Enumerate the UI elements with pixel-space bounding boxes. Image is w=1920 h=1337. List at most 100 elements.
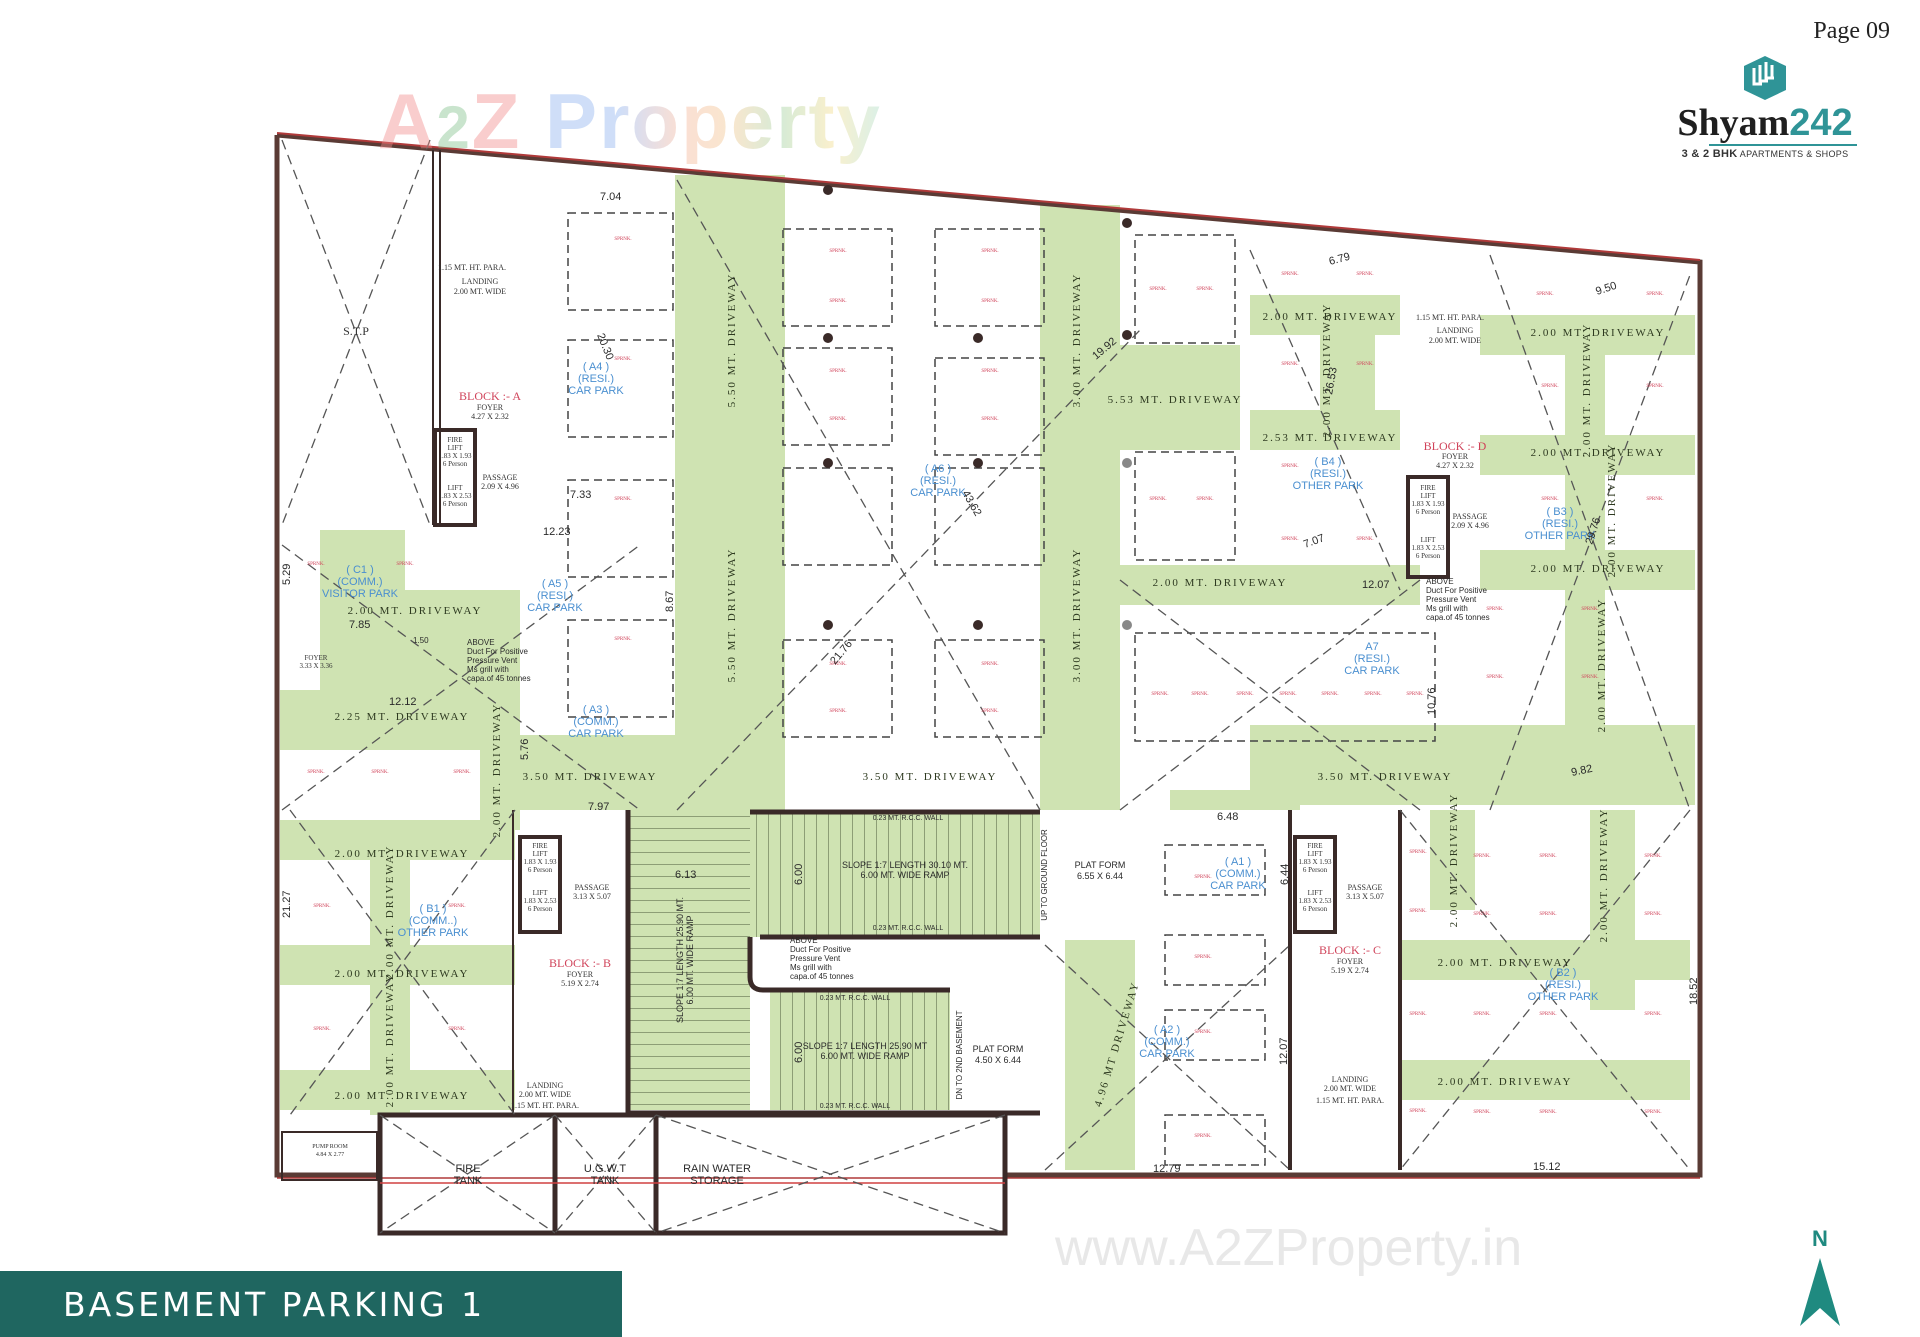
svg-text:SPRNK.: SPRNK. <box>1191 692 1208 697</box>
svg-text:6 Person: 6 Person <box>528 905 553 913</box>
svg-text:SPRNK.: SPRNK. <box>1541 384 1558 389</box>
site-boundary <box>274 132 1703 1179</box>
svg-text:12.79: 12.79 <box>1153 1163 1181 1175</box>
svg-text:SPRNK.: SPRNK. <box>1194 955 1211 960</box>
ugwt-label: U.G.W.T <box>584 1163 626 1175</box>
driveway-label: 2.00 MT. DRIVEWAY <box>335 1090 470 1102</box>
svg-text:SPRNK.: SPRNK. <box>1356 272 1373 277</box>
svg-text:(COMM.): (COMM.) <box>573 716 618 728</box>
svg-text:FOYER: FOYER <box>305 654 328 662</box>
zone-a3: ( A3 )(COMM.)CAR PARK <box>568 704 624 740</box>
svg-text:SPRNK.: SPRNK. <box>1539 912 1556 917</box>
svg-text:Pressure Vent: Pressure Vent <box>1426 595 1477 604</box>
brand-rule <box>1709 144 1857 146</box>
svg-text:CAR PARK: CAR PARK <box>1210 880 1266 892</box>
driveway-label: 2.53 MT. DRIVEWAY <box>1263 432 1398 444</box>
svg-text:SPRNK.: SPRNK. <box>1356 537 1373 542</box>
svg-text:FOYER: FOYER <box>477 403 504 412</box>
svg-text:1.83 X 2.53: 1.83 X 2.53 <box>438 492 472 500</box>
svg-text:SPRNK.: SPRNK. <box>1279 692 1296 697</box>
brand-name-number: 242 <box>1789 102 1853 144</box>
svg-text:7.04: 7.04 <box>600 191 621 203</box>
svg-text:LANDING: LANDING <box>1437 326 1474 335</box>
svg-text:SPRNK.: SPRNK. <box>981 299 998 304</box>
svg-text:( B1 ): ( B1 ) <box>420 903 447 915</box>
svg-text:7.85: 7.85 <box>349 619 370 631</box>
svg-text:STORAGE: STORAGE <box>690 1175 744 1187</box>
svg-text:LIFT: LIFT <box>448 484 464 492</box>
svg-text:( B2 ): ( B2 ) <box>1550 967 1577 979</box>
driveway-label: 2.00 MT. DRIVEWAY <box>491 703 503 838</box>
svg-text:SPRNK.: SPRNK. <box>1196 287 1213 292</box>
ramp-upper-slope: SLOPE 1:7 LENGTH 30.10 MT. <box>842 860 968 870</box>
svg-text:12.07: 12.07 <box>1362 579 1390 591</box>
watermark-2: 2 <box>436 94 472 161</box>
svg-text:1.15 MT. HT. PARA.: 1.15 MT. HT. PARA. <box>511 1101 579 1110</box>
svg-text:TANK: TANK <box>454 1175 483 1187</box>
north-label: N <box>1812 1226 1828 1251</box>
svg-text:SPRNK.: SPRNK. <box>1281 272 1298 277</box>
zone-a5: ( A5 )(RESI.)CAR PARK <box>527 578 583 614</box>
driveway-label: 2.00 MT. DRIVEWAY <box>1153 577 1288 589</box>
svg-text:PUMP ROOM: PUMP ROOM <box>312 1144 348 1150</box>
svg-text:SPRNK.: SPRNK. <box>829 249 846 254</box>
svg-text:( B3 ): ( B3 ) <box>1547 506 1574 518</box>
svg-text:6.00: 6.00 <box>793 1042 805 1063</box>
svg-text:3.13 X 5.07: 3.13 X 5.07 <box>573 892 611 901</box>
svg-text:12.12: 12.12 <box>389 696 417 708</box>
svg-text:(COMM.): (COMM.) <box>1144 1036 1189 1048</box>
svg-text:SPRNK.: SPRNK. <box>1196 497 1213 502</box>
svg-text:SPRNK.: SPRNK. <box>396 562 413 567</box>
driveway-label: 5.53 MT. DRIVEWAY <box>1108 394 1243 406</box>
svg-text:8.67: 8.67 <box>664 591 676 612</box>
svg-text:5.29: 5.29 <box>281 564 293 585</box>
driveway-label: 5.50 MT. DRIVEWAY <box>726 548 738 683</box>
svg-text:SPRNK.: SPRNK. <box>1281 537 1298 542</box>
svg-text:2.00 MT. WIDE: 2.00 MT. WIDE <box>454 287 506 296</box>
svg-text:0.23 MT. R.C.C. WALL: 0.23 MT. R.C.C. WALL <box>820 995 891 1002</box>
svg-text:1.83 X 2.53: 1.83 X 2.53 <box>523 897 557 905</box>
cube-logo-icon <box>1744 56 1786 100</box>
driveway-label: 3.00 MT. DRIVEWAY <box>1071 273 1083 408</box>
svg-text:2.00 MT. WIDE: 2.00 MT. WIDE <box>1429 336 1481 345</box>
driveway-labels: 5.50 MT. DRIVEWAY 5.50 MT. DRIVEWAY 3.00… <box>335 273 1664 1109</box>
svg-text:TANK: TANK <box>591 1175 620 1187</box>
svg-text:SPRNK.: SPRNK. <box>1646 384 1663 389</box>
svg-text:18.52: 18.52 <box>1688 977 1700 1005</box>
svg-text:SPRNK.: SPRNK. <box>1473 912 1490 917</box>
driveway-label: 2.00 MT. DRIVEWAY <box>348 605 483 617</box>
svg-text:(COMM.): (COMM.) <box>1215 868 1260 880</box>
svg-text:5.76: 5.76 <box>519 739 531 760</box>
driveway-label: 2.00 MT. DRIVEWAY <box>384 845 396 980</box>
svg-text:SPRNK.: SPRNK. <box>981 369 998 374</box>
driveway-label: 2.00 MT. DRIVEWAY <box>1448 793 1460 928</box>
zone-b4: ( B4 )(RESI.)OTHER PARK <box>1293 456 1364 492</box>
driveway-label: 2.00 MT. DRIVEWAY <box>1598 808 1610 943</box>
svg-text:SPRNK.: SPRNK. <box>307 562 324 567</box>
block-c-title: BLOCK :- C <box>1319 943 1381 957</box>
tagline-bold: 3 & 2 BHK <box>1681 148 1738 160</box>
internal-walls <box>281 150 1450 1236</box>
svg-text:12.07: 12.07 <box>1278 1037 1290 1065</box>
svg-text:SPRNK.: SPRNK. <box>448 1027 465 1032</box>
ramp-lower-width: 6.00 MT. WIDE RAMP <box>820 1051 909 1061</box>
page-number: Page 09 <box>1813 18 1890 44</box>
brand-tagline: 3 & 2 BHK APARTMENTS & SHOPS <box>1665 148 1865 160</box>
svg-text:SPRNK.: SPRNK. <box>829 709 846 714</box>
svg-text:6 Person: 6 Person <box>443 500 468 508</box>
svg-text:(COMM.): (COMM.) <box>337 576 382 588</box>
svg-text:PASSAGE: PASSAGE <box>1348 883 1383 892</box>
svg-text:SPRNK.: SPRNK. <box>1539 854 1556 859</box>
svg-text:4.84 X 2.77: 4.84 X 2.77 <box>316 1152 344 1158</box>
title-banner: BASEMENT PARKING 1 <box>0 1271 622 1337</box>
svg-text:2.09 X 4.96: 2.09 X 4.96 <box>481 482 519 491</box>
svg-text:SPRNK.: SPRNK. <box>1149 497 1166 502</box>
svg-text:SPRNK.: SPRNK. <box>1406 692 1423 697</box>
svg-text:SPRNK.: SPRNK. <box>614 497 631 502</box>
svg-text:LIFT: LIFT <box>448 444 464 452</box>
svg-text:Ms grill with: Ms grill with <box>1426 604 1468 613</box>
driveway-label: 2.00 MT. DRIVEWAY <box>335 848 470 860</box>
svg-text:( A2 ): ( A2 ) <box>1154 1024 1180 1036</box>
driveway-label: 2.00 MT. DRIVEWAY <box>335 968 470 980</box>
